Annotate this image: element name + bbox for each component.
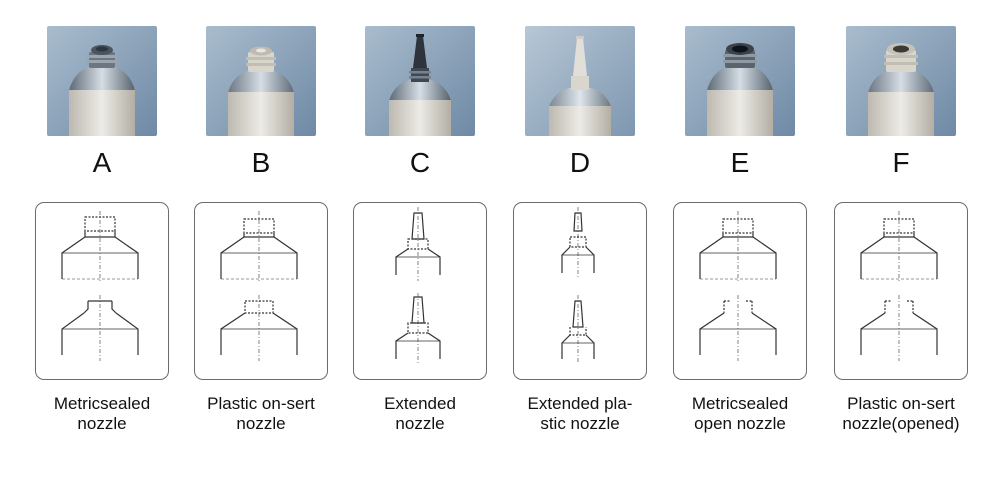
nozzle-column-c: C Extended nozzle [345,0,495,489]
nozzle-photo-b [206,26,316,136]
nozzle-letter: A [92,147,112,178]
nozzle-caption: Extended nozzle [339,394,501,434]
nozzle-caption: Extended pla- stic nozzle [499,394,661,434]
caption-line-2: open nozzle [694,414,786,433]
caption-line-1: Extended pla- [527,394,633,413]
nozzle-letter: C [409,147,431,178]
nozzle-column-e: E Metricsealed open nozzle [665,0,815,489]
nozzle-column-a: A Metricsealed nozzle [27,0,177,489]
caption-line-1: Plastic on-sert [847,394,955,413]
nozzle-photo-f [846,26,956,136]
nozzle-drawing-d [513,202,647,380]
nozzle-column-b: B Plastic on-sert nozzle [186,0,336,489]
nozzle-letter: E [730,147,750,178]
caption-line-1: Metricsealed [53,394,151,413]
nozzle-photo-a [47,26,157,136]
nozzle-drawing-e [673,202,807,380]
nozzle-photo-d [525,26,635,136]
nozzle-caption: Plastic on-sert nozzle [180,394,342,434]
nozzle-letter: B [251,147,271,178]
nozzle-drawing-b [194,202,328,380]
nozzle-column-d: D Extended pla- stic nozzle [505,0,655,489]
caption-line-1: Plastic on-sert [207,394,315,413]
caption-line-2: stic nozzle [540,414,620,433]
nozzle-column-f: F Plastic on-sert nozzle(opened) [826,0,976,489]
caption-line-1: Metricsealed [691,394,789,413]
caption-line-2: nozzle [77,414,127,433]
caption-line-2: nozzle(opened) [842,414,960,433]
caption-line-1: Extended [384,394,456,413]
nozzle-photo-e [685,26,795,136]
nozzle-drawing-a [35,202,169,380]
nozzle-caption: Metricsealed open nozzle [659,394,821,434]
caption-line-2: nozzle [236,414,286,433]
nozzle-letter: D [569,147,591,178]
nozzle-caption: Plastic on-sert nozzle(opened) [820,394,982,434]
caption-line-2: nozzle [395,414,445,433]
nozzle-drawing-c [353,202,487,380]
nozzle-letter: F [892,147,910,178]
nozzle-photo-c [365,26,475,136]
nozzle-drawing-f [834,202,968,380]
nozzle-caption: Metricsealed nozzle [21,394,183,434]
